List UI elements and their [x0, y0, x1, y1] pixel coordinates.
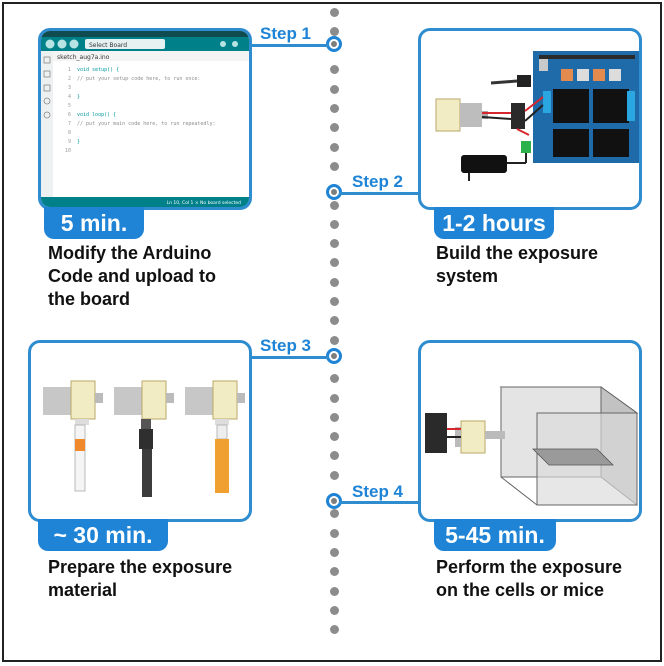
timeline-dot [329, 26, 339, 36]
timeline-dot [329, 104, 339, 113]
line-number: 4 [68, 94, 71, 100]
timeline-dot [329, 161, 339, 171]
code-line: void setup() { [77, 67, 119, 73]
line-number: 3 [68, 85, 71, 91]
timeline-dot [329, 297, 339, 306]
code-line: // put your setup code here, to run once… [77, 76, 200, 82]
step2-time: 1-2 hours [434, 207, 554, 239]
step4-connector [339, 501, 421, 504]
exposure-materials [43, 380, 245, 497]
timeline-dot [329, 567, 339, 577]
exposure-system-wiring [435, 51, 639, 181]
code-line: } [77, 94, 80, 100]
step1-time: 5 min. [44, 207, 144, 239]
timeline-dot [329, 258, 339, 268]
line-number: 10 [65, 148, 71, 154]
line-number: 6 [68, 112, 71, 118]
step1-connector [249, 44, 329, 47]
step1-label: Step 1 [260, 24, 312, 43]
timeline-dot [329, 470, 339, 480]
timeline-dot [329, 84, 339, 94]
code-line: // put your main code here, to run repea… [77, 121, 215, 127]
step1-description: Modify the Arduino Code and upload to th… [48, 243, 216, 309]
line-number: 8 [68, 130, 71, 136]
step3-label: Step 3 [260, 336, 312, 355]
step2-description: Build the exposure system [436, 243, 599, 286]
timeline-dot [329, 219, 339, 229]
step3-connector [249, 356, 329, 359]
timeline-dot [329, 65, 339, 75]
line-number: 2 [68, 76, 71, 82]
file-tab[interactable]: sketch_aug7a.ino [57, 54, 110, 61]
timeline-dot [329, 316, 339, 326]
step2-connector [339, 192, 421, 195]
timeline-dot [329, 123, 339, 133]
step3-description: Prepare the exposure material [48, 557, 233, 600]
step4-panel [418, 340, 642, 522]
step2-label: Step 2 [352, 172, 404, 191]
step3-time: ~ 30 min. [38, 519, 168, 551]
step3-panel [28, 340, 252, 522]
timeline-dot [329, 335, 339, 345]
timeline-dot [329, 239, 339, 249]
step4-time: 5-45 min. [434, 519, 556, 551]
exposure-chamber [425, 386, 639, 507]
code-line: } [77, 139, 80, 145]
step4-label: Step 4 [352, 482, 404, 501]
timeline-dot [329, 432, 339, 442]
step2-marker [326, 184, 342, 200]
board-select[interactable]: Select Board [89, 42, 127, 49]
step2-panel [418, 28, 642, 210]
line-number: 1 [68, 67, 71, 73]
timeline-dot [329, 412, 339, 422]
timeline-dot [329, 277, 339, 287]
timeline-dot [329, 142, 339, 152]
timeline-dot [329, 200, 339, 210]
arduino-ide-screenshot: Select Board sketch_aug7a.ino 1 void setu… [41, 31, 249, 207]
line-number: 5 [68, 103, 71, 109]
timeline-dot [329, 625, 339, 635]
timeline-dot [329, 528, 339, 538]
timeline-dot [329, 393, 339, 403]
step1-panel: Select Board sketch_aug7a.ino 1 void setu… [38, 28, 252, 210]
status-bar: Ln 10, Col 1 × No board selected [167, 200, 242, 206]
timeline-dot [329, 374, 339, 384]
line-number: 9 [68, 139, 71, 145]
step4-description: Perform the exposure on the cells or mic… [436, 557, 623, 600]
timeline-dot [329, 586, 339, 596]
code-line: void loop() { [77, 112, 116, 118]
line-number: 7 [68, 121, 71, 127]
timeline-dot [329, 451, 339, 461]
timeline-dot [329, 547, 339, 557]
timeline-dot [329, 605, 339, 615]
timeline-dot [329, 509, 339, 519]
timeline-dot [329, 7, 339, 17]
